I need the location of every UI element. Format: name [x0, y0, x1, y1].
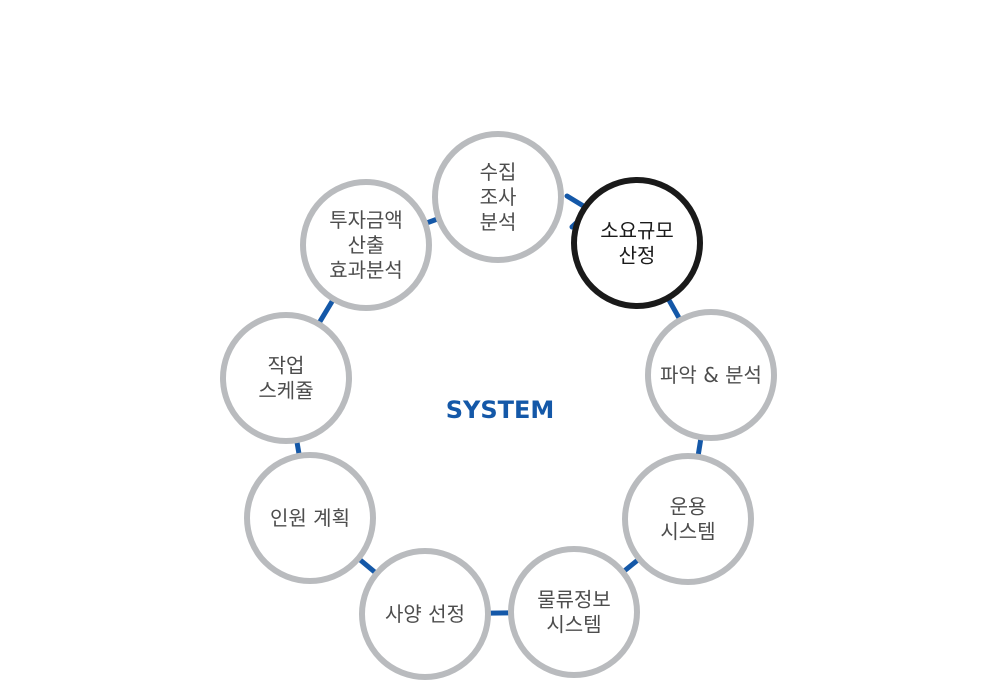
node-circle: [645, 309, 777, 441]
node-circle: [571, 177, 703, 309]
node-staffing-plan: 인원 계획: [244, 452, 376, 584]
node-label: 효과분석: [329, 258, 403, 282]
node-label: 사양 선정: [385, 602, 465, 626]
node-label: 산출: [348, 233, 385, 257]
node-circle: [300, 179, 432, 311]
center-label: SYSTEM: [446, 396, 555, 424]
node-label: 수집: [480, 160, 517, 184]
node-label: 물류정보: [537, 588, 611, 612]
node-label: 스케쥴: [258, 379, 313, 403]
node-label: 소요규모: [600, 219, 674, 243]
node-circle: [508, 546, 640, 678]
node-circle: [244, 452, 376, 584]
node-label: 시스템: [546, 613, 601, 637]
node-circle: [622, 453, 754, 585]
node-label: 분석: [480, 210, 517, 234]
node-label: 산정: [619, 244, 656, 268]
node-label: 조사: [480, 185, 517, 209]
node-circle: [432, 131, 564, 263]
node-circle: [359, 548, 491, 680]
node-label: 인원 계획: [270, 506, 350, 530]
node-label: 작업: [268, 354, 305, 378]
node-circle: [220, 312, 352, 444]
node-label: 시스템: [660, 520, 715, 544]
node-label: 운용: [670, 495, 707, 519]
node-label: 투자금액: [329, 208, 403, 232]
node-label: 파악 & 분석: [660, 363, 762, 387]
node-spec-selection: 사양 선정: [359, 548, 491, 680]
node-analysis: 파악 & 분석: [645, 309, 777, 441]
